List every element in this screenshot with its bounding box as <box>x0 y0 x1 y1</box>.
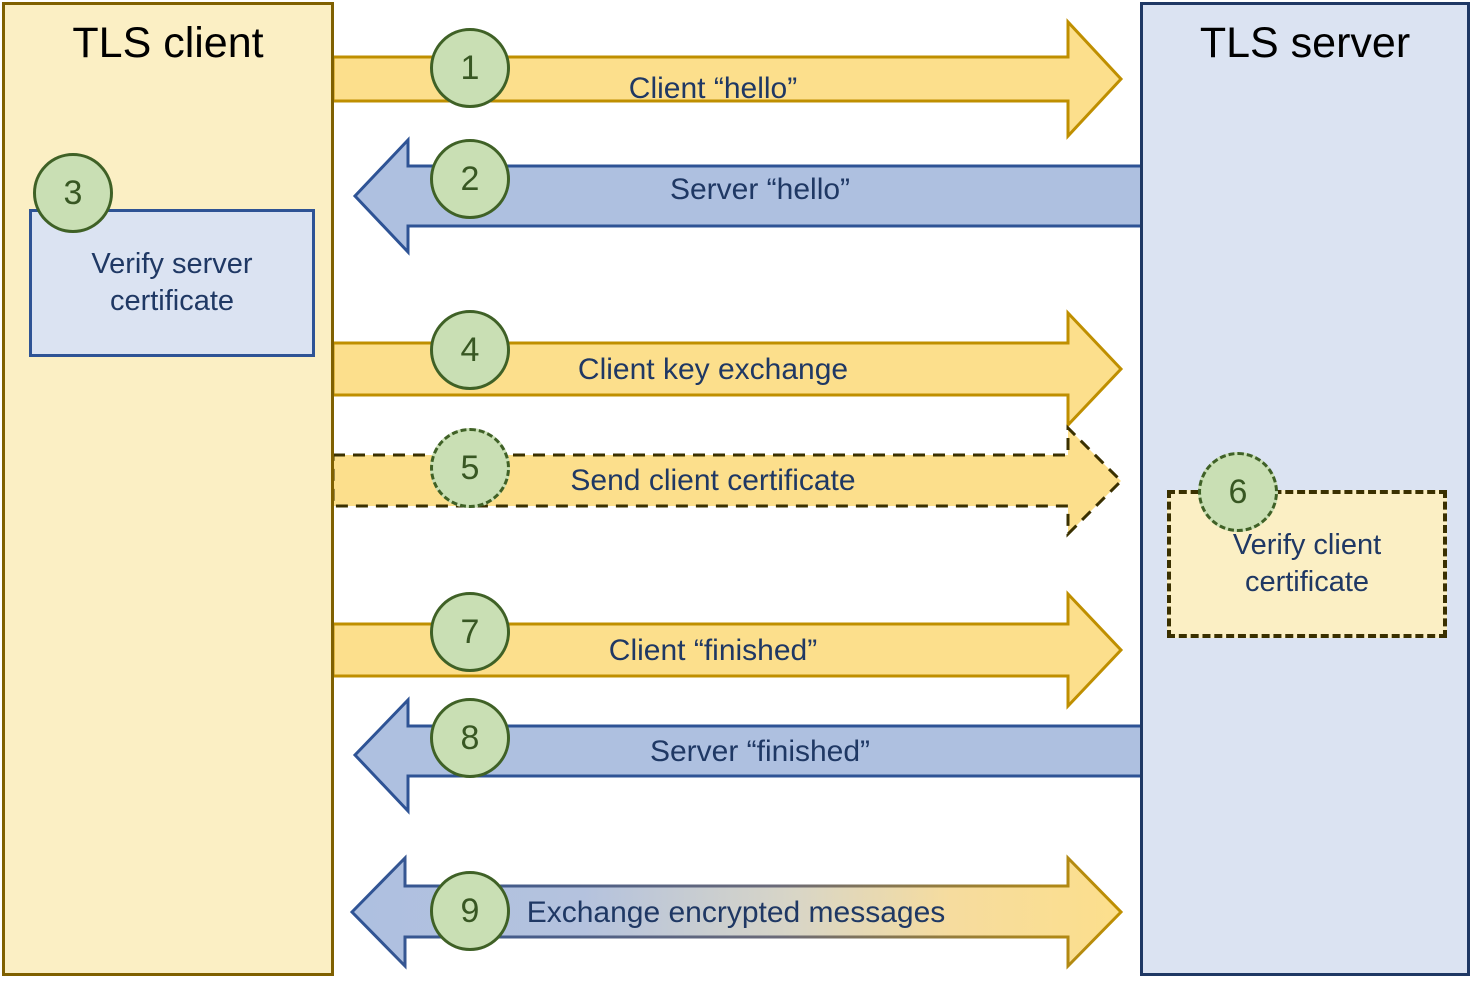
arrow-step-5 <box>331 424 1124 538</box>
arrow-step-9 <box>349 854 1124 970</box>
verify-client-certificate-box: Verify client certificate <box>1167 490 1447 638</box>
step-badge-7: 7 <box>430 592 510 672</box>
arrow-step-7 <box>331 590 1124 710</box>
step-badge-1: 1 <box>430 28 510 108</box>
step-badge-9: 9 <box>430 871 510 951</box>
tls-client-column: TLS client Verify server certificate <box>2 2 334 976</box>
tls-client-title: TLS client <box>72 19 264 67</box>
arrow-step-8 <box>352 696 1145 815</box>
verify-client-line-1: Verify client <box>1232 528 1382 561</box>
verify-client-line-2: certificate <box>1244 566 1370 598</box>
step-badge-4: 4 <box>430 310 510 390</box>
step-badge-2: 2 <box>430 139 510 219</box>
arrow-step-2 <box>352 136 1145 256</box>
arrow-step-4 <box>331 309 1124 429</box>
step-badge-3: 3 <box>33 153 113 233</box>
step-badge-5: 5 <box>430 428 510 508</box>
verify-server-line-2: certificate <box>109 285 235 317</box>
step-badge-8: 8 <box>430 698 510 778</box>
verify-server-line-1: Verify server <box>91 247 253 280</box>
verify-server-certificate-box: Verify server certificate <box>29 209 315 357</box>
tls-server-column: TLS server <box>1140 2 1470 976</box>
step-badge-6: 6 <box>1198 452 1278 532</box>
tls-server-title: TLS server <box>1199 19 1411 67</box>
